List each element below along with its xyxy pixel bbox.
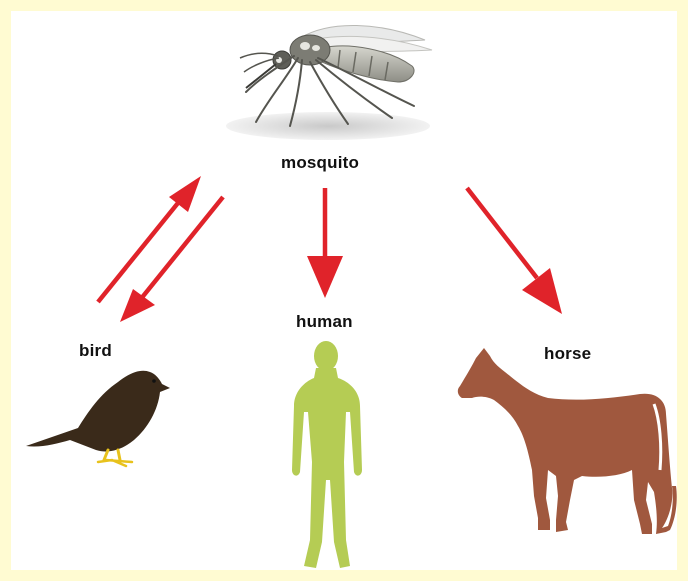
arrow-mosquito-to-human	[307, 188, 343, 298]
human-silhouette	[292, 341, 362, 568]
arrow-mosquito-to-bird	[120, 197, 223, 322]
bird-label: bird	[79, 341, 112, 361]
mosquito-label: mosquito	[281, 153, 359, 173]
arrow-bird-to-mosquito	[98, 176, 201, 302]
bird-feet	[98, 460, 132, 466]
arrow-mosquito-to-horse	[467, 188, 562, 314]
mosquito-shadow	[226, 112, 430, 140]
human-label: human	[296, 312, 353, 332]
mosquito-illustration	[226, 25, 432, 140]
horse-silhouette	[458, 348, 677, 534]
bird-silhouette	[26, 371, 170, 466]
horse-label: horse	[544, 344, 591, 364]
